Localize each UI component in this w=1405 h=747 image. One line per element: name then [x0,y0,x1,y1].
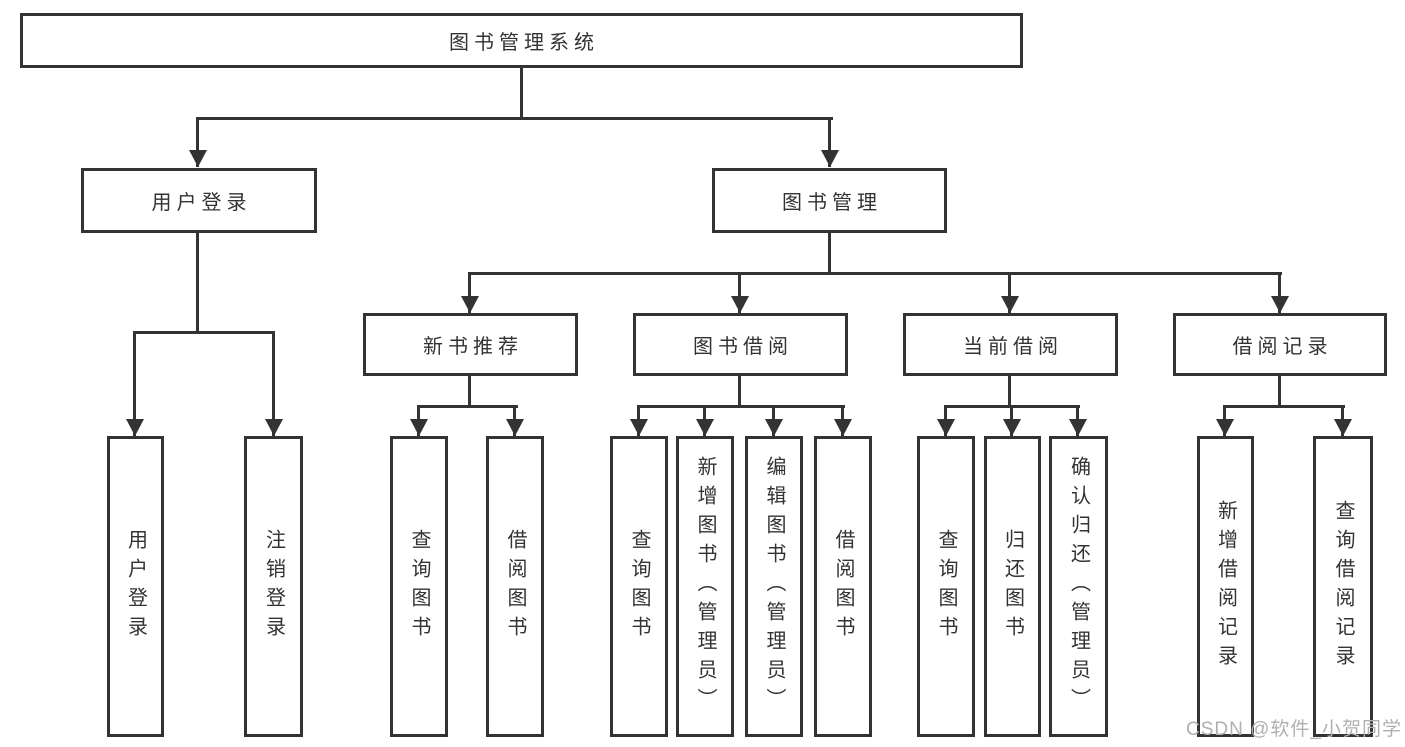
connector-stub [468,375,471,408]
connector-user-login-stub [196,232,199,334]
arrow-to-leaf-logout [272,331,275,436]
leaf-borrow-books-recommend: 借阅图书 [486,436,544,737]
leaf-label: 用户登录 [124,528,147,645]
node-label: 图书管理 [782,192,882,214]
node-book-borrow: 图书借阅 [633,313,848,376]
node-new-book-recommend: 新书推荐 [363,313,578,376]
leaf-label: 借阅图书 [832,528,854,645]
leaf-logout: 注销登录 [244,436,303,737]
arrow-to-leaf [637,405,640,436]
arrow-to-book-borrow [738,272,741,313]
connector-root-stub [520,66,523,119]
leaf-label: 注销登录 [262,528,285,645]
arrow-to-leaf [513,405,516,436]
leaf-label: 新增借阅记录 [1214,499,1237,674]
leaf-label: 归还图书 [1001,528,1024,645]
arrow-to-new-book-recommend [468,272,471,313]
connector-bar [1223,405,1345,408]
leaf-confirm-return-admin: 确认归还（管理员） [1049,436,1108,737]
connector-bar [417,405,518,408]
node-library-management-system: 图书管理系统 [20,13,1023,68]
connector-root-bar [197,117,833,120]
leaf-query-books-current: 查询图书 [917,436,975,737]
connector-stub [1278,375,1281,408]
leaf-add-borrow-record: 新增借阅记录 [1197,436,1254,737]
connector-user-login-bar [134,331,275,334]
leaf-add-books-admin: 新增图书（管理员） [676,436,734,737]
leaf-label: 编辑图书（管理员） [763,456,785,717]
node-borrow-records: 借阅记录 [1173,313,1387,376]
arrow-to-leaf-login [133,331,136,436]
leaf-query-borrow-record: 查询借阅记录 [1313,436,1373,737]
arrow-to-leaf [1010,405,1013,436]
node-label: 图书管理系统 [449,32,599,54]
node-current-borrow: 当前借阅 [903,313,1118,376]
arrow-to-leaf [841,405,844,436]
leaf-label: 查询图书 [935,528,957,645]
arrow-to-leaf [1341,405,1344,436]
leaf-label: 查询图书 [408,528,430,645]
node-label: 借阅记录 [1232,336,1333,358]
arrow-to-user-login [196,117,199,167]
leaf-edit-books-admin: 编辑图书（管理员） [745,436,803,737]
node-label: 用户登录 [151,192,252,214]
leaf-user-login: 用户登录 [107,436,164,737]
leaf-return-books: 归还图书 [984,436,1041,737]
node-book-management: 图书管理 [712,168,947,233]
leaf-borrow-books: 借阅图书 [814,436,872,737]
arrow-to-leaf [772,405,775,436]
leaf-label: 查询借阅记录 [1332,499,1354,674]
connector-book-mgmt-stub [828,232,831,275]
connector-bar [637,405,845,408]
connector-stub [738,375,741,408]
node-label: 图书借阅 [693,336,793,358]
leaf-label: 查询图书 [628,528,650,645]
arrow-to-leaf [703,405,706,436]
node-user-login: 用户登录 [81,168,317,233]
arrow-to-borrow-records [1278,272,1281,313]
arrow-to-leaf [417,405,420,436]
leaf-label: 借阅图书 [504,528,526,645]
leaf-label: 确认归还（管理员） [1067,456,1090,717]
leaf-query-books-recommend: 查询图书 [390,436,448,737]
leaf-query-books-borrow: 查询图书 [610,436,668,737]
arrow-to-current-borrow [1008,272,1011,313]
connector-stub [1008,375,1011,408]
leaf-label: 新增图书（管理员） [694,456,716,717]
csdn-watermark: CSDN @软件_小贺同学 [1186,719,1402,740]
arrow-to-leaf [1223,405,1226,436]
node-label: 当前借阅 [963,336,1063,358]
node-label: 新书推荐 [423,336,523,358]
arrow-to-leaf [1076,405,1079,436]
connector-book-mgmt-bar [468,272,1282,275]
arrow-to-book-management [828,117,831,167]
arrow-to-leaf [944,405,947,436]
